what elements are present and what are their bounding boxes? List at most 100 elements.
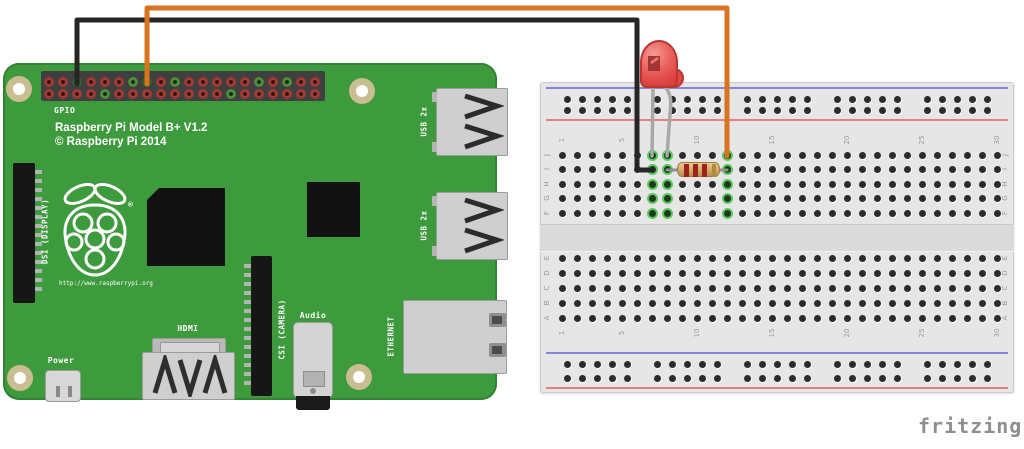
breadboard-hole xyxy=(814,152,821,159)
breadboard-hole xyxy=(799,166,806,173)
breadboard-hole xyxy=(574,152,581,159)
breadboard-hole xyxy=(964,285,971,292)
power-rail-hole xyxy=(849,361,856,368)
breadboard-hole xyxy=(964,181,971,188)
breadboard-hole xyxy=(814,255,821,262)
dsi-connector-pins xyxy=(35,170,42,296)
breadboard-hole xyxy=(934,152,941,159)
audio-label: Audio xyxy=(299,311,327,320)
breadboard-hole-connected xyxy=(649,195,656,202)
breadboard-hole xyxy=(799,255,806,262)
breadboard-hole xyxy=(634,255,641,262)
power-rail-hole xyxy=(609,96,616,103)
breadboard-hole xyxy=(604,255,611,262)
breadboard-hole xyxy=(889,166,896,173)
raspberry-pi-board[interactable]: GPIO Raspberry Pi Model B+ V1.2 © Raspbe… xyxy=(3,63,508,410)
power-rail-hole xyxy=(744,361,751,368)
power-rail-hole xyxy=(624,107,631,114)
breadboard-hole xyxy=(739,285,746,292)
usb-tab xyxy=(432,142,437,152)
breadboard-hole xyxy=(889,195,896,202)
breadboard-hole xyxy=(784,315,791,322)
power-rail-hole xyxy=(609,107,616,114)
power-rail-hole xyxy=(849,375,856,382)
breadboard-hole xyxy=(649,315,656,322)
breadboard-hole xyxy=(709,152,716,159)
power-rail-hole xyxy=(894,361,901,368)
breadboard-hole xyxy=(589,195,596,202)
power-rail-hole xyxy=(594,96,601,103)
breadboard-hole xyxy=(754,285,761,292)
breadboard-hole xyxy=(919,195,926,202)
gpio-header[interactable] xyxy=(41,71,325,101)
breadboard-hole xyxy=(919,315,926,322)
breadboard-hole xyxy=(574,285,581,292)
breadboard-hole xyxy=(739,166,746,173)
breadboard-hole xyxy=(829,195,836,202)
memory-chip xyxy=(307,182,360,237)
breadboard-hole xyxy=(739,181,746,188)
gpio-pin xyxy=(184,89,194,99)
breadboard-hole xyxy=(664,315,671,322)
gpio-pin xyxy=(296,89,306,99)
breadboard-hole xyxy=(979,181,986,188)
breadboard-hole xyxy=(739,210,746,217)
power-rail-hole xyxy=(849,96,856,103)
breadboard-hole-connected xyxy=(649,181,656,188)
breadboard-hole xyxy=(889,255,896,262)
power-rail-hole xyxy=(774,96,781,103)
breadboard-hole xyxy=(874,166,881,173)
resistor-band xyxy=(712,164,716,177)
breadboard-hole xyxy=(754,315,761,322)
power-rail-hole xyxy=(864,375,871,382)
breadboard-hole xyxy=(634,285,641,292)
breadboard-hole xyxy=(709,255,716,262)
breadboard-hole xyxy=(649,300,656,307)
breadboard-hole xyxy=(874,285,881,292)
breadboard-hole xyxy=(769,255,776,262)
breadboard-hole xyxy=(994,166,1001,173)
breadboard-hole xyxy=(739,270,746,277)
breadboard-hole xyxy=(949,285,956,292)
breadboard-hole xyxy=(754,255,761,262)
breadboard-hole xyxy=(979,255,986,262)
breadboard-hole xyxy=(964,152,971,159)
breadboard-hole xyxy=(589,166,596,173)
breadboard-hole xyxy=(619,315,626,322)
led[interactable] xyxy=(640,40,684,94)
breadboard-hole xyxy=(769,181,776,188)
resistor[interactable] xyxy=(677,162,720,177)
breadboard-hole xyxy=(679,285,686,292)
power-rail-hole xyxy=(669,361,676,368)
breadboard-hole-connected xyxy=(724,181,731,188)
power-rail-hole xyxy=(684,96,691,103)
gpio-pin xyxy=(268,89,278,99)
breadboard-hole xyxy=(589,210,596,217)
power-rail-hole xyxy=(789,107,796,114)
breadboard-hole xyxy=(799,181,806,188)
breadboard-hole xyxy=(949,152,956,159)
breadboard-hole xyxy=(979,195,986,202)
breadboard-hole xyxy=(904,152,911,159)
breadboard-hole xyxy=(589,285,596,292)
resistor-band xyxy=(693,164,698,177)
breadboard-hole xyxy=(769,210,776,217)
breadboard-hole xyxy=(754,270,761,277)
breadboard-hole xyxy=(574,270,581,277)
ground-wire[interactable] xyxy=(74,17,655,173)
resistor-band xyxy=(702,164,707,177)
breadboard-hole xyxy=(619,210,626,217)
breadboard-hole xyxy=(574,300,581,307)
breadboard-hole xyxy=(694,270,701,277)
usb-port-bottom-contacts xyxy=(464,197,504,254)
gpio-pin xyxy=(268,77,278,87)
breadboard-hole xyxy=(814,285,821,292)
gpio-pin xyxy=(240,89,250,99)
breadboard-hole xyxy=(574,255,581,262)
signal-wire[interactable] xyxy=(144,5,730,159)
power-rail-hole xyxy=(804,96,811,103)
gpio-pin xyxy=(254,89,264,99)
dsi-connector xyxy=(13,163,35,303)
power-connector xyxy=(45,370,81,402)
